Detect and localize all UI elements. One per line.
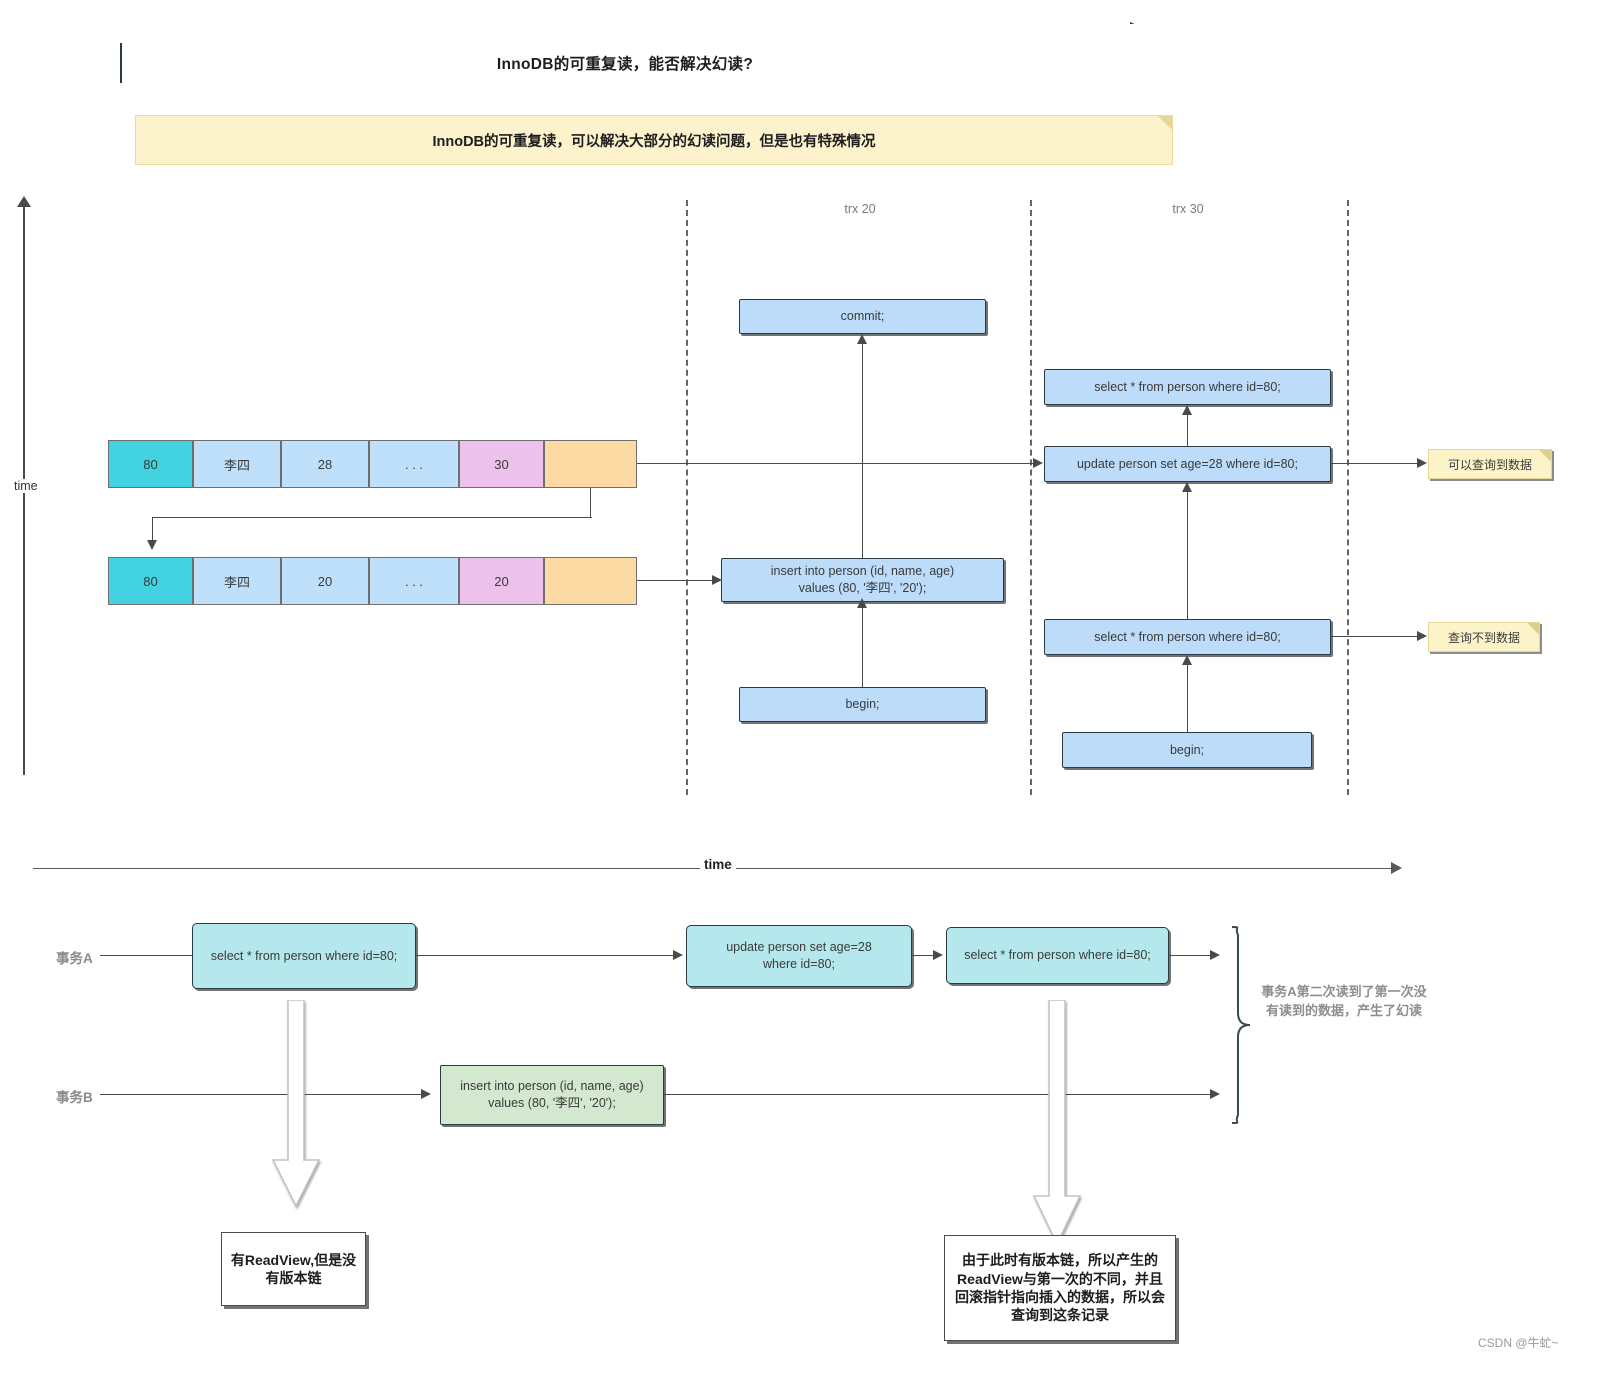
row1-to-update-line bbox=[637, 463, 1033, 465]
trx30-select2-box[interactable]: select * from person where id=80; bbox=[1044, 369, 1331, 405]
trx30-begin-box[interactable]: begin; bbox=[1062, 732, 1312, 768]
record-row1-id: 80 bbox=[108, 440, 193, 488]
record-row1-name: 李四 bbox=[193, 440, 281, 488]
lane-a-update-box[interactable]: update person set age=28 where id=80; bbox=[686, 925, 912, 987]
banner-arrow: InnoDB的可重复读，能否解决幻读? bbox=[120, 22, 1225, 104]
trx20-commit-box[interactable]: commit; bbox=[739, 299, 986, 334]
callout-cannot-query-text: 查询不到数据 bbox=[1447, 630, 1520, 645]
callout2-arrow-icon bbox=[1417, 631, 1427, 641]
lane-divider-1 bbox=[686, 200, 688, 795]
record-row1-age: 28 bbox=[281, 440, 369, 488]
record-row1-rollptr bbox=[544, 440, 637, 488]
rollptr-seg-v2 bbox=[152, 517, 154, 541]
record-row1-more: . . . bbox=[369, 440, 459, 488]
callout-can-query: 可以查询到数据 bbox=[1428, 449, 1552, 479]
lane-b-line-1 bbox=[664, 1094, 1211, 1096]
trx20-flow-arrow-1-icon bbox=[857, 334, 867, 344]
dogear-icon bbox=[1158, 116, 1172, 130]
lane-a-select-first-box[interactable]: select * from person where id=80; bbox=[192, 923, 416, 989]
horizontal-time-label: time bbox=[700, 857, 736, 872]
row2-to-insert-line bbox=[637, 580, 715, 582]
trx30-flow-arrow-1-icon bbox=[1182, 405, 1192, 415]
lane-b-insert-box[interactable]: insert into person (id, name, age) value… bbox=[440, 1065, 664, 1125]
trx20-flow-line-2 bbox=[862, 604, 864, 687]
big-down-arrow-left-icon bbox=[272, 1000, 320, 1208]
lane-a-line-0 bbox=[100, 955, 195, 957]
brace-icon bbox=[1231, 926, 1251, 1124]
trx30-select1-box[interactable]: select * from person where id=80; bbox=[1044, 619, 1331, 655]
dogear-icon bbox=[1539, 450, 1551, 462]
lane-a-arrow-2-icon bbox=[933, 950, 943, 960]
record-row2-trx: 20 bbox=[459, 557, 544, 605]
lane-a-line-2 bbox=[912, 955, 934, 957]
dogear-icon bbox=[1527, 623, 1539, 635]
lane-label-transaction-a: 事务A bbox=[56, 951, 93, 966]
callout2-line bbox=[1331, 636, 1419, 638]
lane-title-trx20: trx 20 bbox=[844, 202, 876, 216]
callout1-arrow-icon bbox=[1417, 458, 1427, 468]
conclusion-box-left: 有ReadView,但是没有版本链 bbox=[221, 1232, 366, 1306]
rollptr-seg-h bbox=[152, 517, 592, 519]
lane-b-arrow-0-icon bbox=[421, 1089, 431, 1099]
trx30-flow-line-1 bbox=[1187, 411, 1189, 446]
brace-note-text: 事务A第二次读到了第一次没有读到的数据，产生了幻读 bbox=[1261, 984, 1427, 1018]
vertical-time-label: time bbox=[12, 479, 40, 493]
lane-a-arrow-3-icon bbox=[1210, 950, 1220, 960]
record-row2-name: 李四 bbox=[193, 557, 281, 605]
lane-divider-2 bbox=[1030, 200, 1032, 795]
record-row2-id: 80 bbox=[108, 557, 193, 605]
lane-a-arrow-1-icon bbox=[673, 950, 683, 960]
callout1-line bbox=[1331, 463, 1419, 465]
lane-a-line-1 bbox=[416, 955, 674, 957]
lane-a-select-second-box[interactable]: select * from person where id=80; bbox=[946, 927, 1169, 984]
trx30-flow-line-3 bbox=[1187, 661, 1189, 732]
note-text: InnoDB的可重复读，可以解决大部分的幻读问题，但是也有特殊情况 bbox=[432, 133, 876, 150]
banner-title: InnoDB的可重复读，能否解决幻读? bbox=[496, 56, 754, 73]
trx30-flow-line-2 bbox=[1187, 488, 1189, 619]
lane-label-transaction-b: 事务B bbox=[56, 1090, 93, 1105]
conclusion-box-right: 由于此时有版本链，所以产生的ReadView与第一次的不同，并且回滚指针指向插入… bbox=[944, 1235, 1176, 1341]
trx30-flow-arrow-2-icon bbox=[1182, 482, 1192, 492]
lane-divider-3 bbox=[1347, 200, 1349, 795]
record-row2-age: 20 bbox=[281, 557, 369, 605]
rollptr-seg-v1 bbox=[590, 488, 592, 518]
big-down-arrow-right-icon bbox=[1033, 1000, 1081, 1246]
trx20-insert-box[interactable]: insert into person (id, name, age) value… bbox=[721, 558, 1004, 602]
trx30-flow-arrow-3-icon bbox=[1182, 655, 1192, 665]
lane-a-line-3 bbox=[1169, 955, 1211, 957]
lane-b-line-0 bbox=[100, 1094, 422, 1096]
record-row2-more: . . . bbox=[369, 557, 459, 605]
record-row2-rollptr bbox=[544, 557, 637, 605]
trx30-update-box[interactable]: update person set age=28 where id=80; bbox=[1044, 446, 1331, 482]
row1-to-update-arrow-icon bbox=[1033, 458, 1043, 468]
lane-b-arrow-1-icon bbox=[1210, 1089, 1220, 1099]
trx20-flow-line-1 bbox=[862, 340, 864, 558]
watermark: CSDN @牛虻~ bbox=[1478, 1336, 1559, 1350]
lane-title-trx30: trx 30 bbox=[1172, 202, 1204, 216]
horizontal-time-arrow-icon bbox=[1391, 862, 1402, 874]
callout-can-query-text: 可以查询到数据 bbox=[1447, 457, 1532, 472]
note-box: InnoDB的可重复读，可以解决大部分的幻读问题，但是也有特殊情况 bbox=[135, 115, 1173, 165]
callout-cannot-query: 查询不到数据 bbox=[1428, 622, 1540, 652]
row2-to-insert-arrow-icon bbox=[712, 575, 722, 585]
trx20-begin-box[interactable]: begin; bbox=[739, 687, 986, 722]
record-row1-trx: 30 bbox=[459, 440, 544, 488]
trx20-flow-arrow-2-icon bbox=[857, 598, 867, 608]
rollptr-arrow-icon bbox=[147, 540, 157, 550]
